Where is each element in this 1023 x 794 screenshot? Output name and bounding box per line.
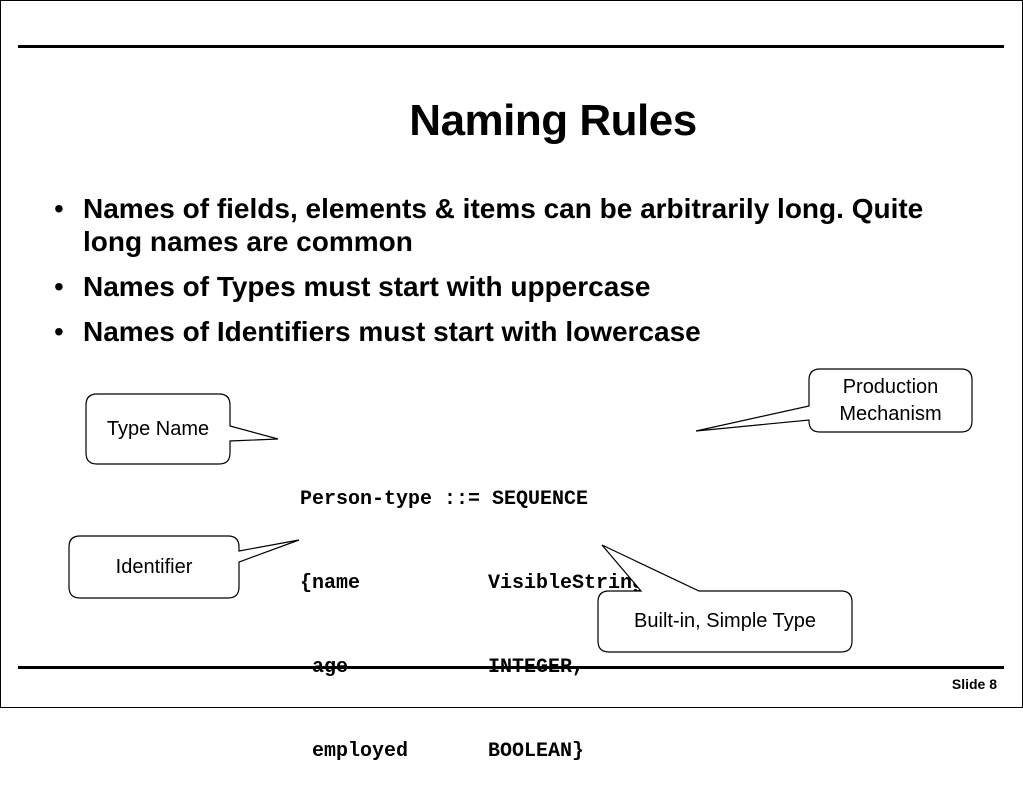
production-callout: Production Mechanism — [809, 374, 972, 428]
bullet-text: Names of Identifiers must start with low… — [83, 316, 701, 347]
production-callout-line: Production — [842, 376, 939, 398]
callout-shapes — [68, 368, 973, 653]
slide-title: Naming Rules — [409, 96, 697, 145]
code-line: employed BOOLEAN} — [300, 738, 644, 766]
bullet-glyph: • — [54, 271, 64, 302]
bullet-text: Names of Types must start with uppercase — [83, 271, 651, 302]
code-field: employed — [300, 740, 409, 763]
builtin-callout: Built-in, Simple Type — [634, 610, 816, 632]
bullet-item: • Names of Identifiers must start with l… — [54, 315, 984, 348]
bullet-list: • Names of fields, elements & items can … — [54, 192, 984, 360]
slide-number: Slide 8 — [951, 676, 997, 692]
bottom-rule — [18, 666, 1004, 669]
code-type: BOOLEAN} — [488, 740, 585, 763]
type-name-callout: Type Name — [106, 418, 210, 440]
code-type: VisibleString — [488, 572, 645, 595]
bullet-glyph: • — [54, 193, 64, 224]
bullet-glyph: • — [54, 316, 64, 347]
production-callout-line: Mechanism — [839, 403, 942, 425]
identifier-callout-shape — [68, 535, 300, 599]
bullet-text: Names of fields, elements & items can be… — [83, 193, 924, 257]
bullet-item: • Names of fields, elements & items can … — [54, 192, 984, 258]
builtin-callout-shape — [597, 544, 853, 653]
code-field: {name — [300, 572, 361, 595]
identifier-callout: Identifier — [115, 556, 193, 578]
production-callout-shape — [695, 368, 973, 433]
type-name-callout-shape — [85, 393, 279, 465]
bullet-item: • Names of Types must start with upperca… — [54, 270, 984, 303]
code-line: Person-type ::= SEQUENCE — [300, 488, 589, 511]
code-line: {name VisibleString — [300, 570, 644, 598]
top-rule — [18, 45, 1004, 48]
